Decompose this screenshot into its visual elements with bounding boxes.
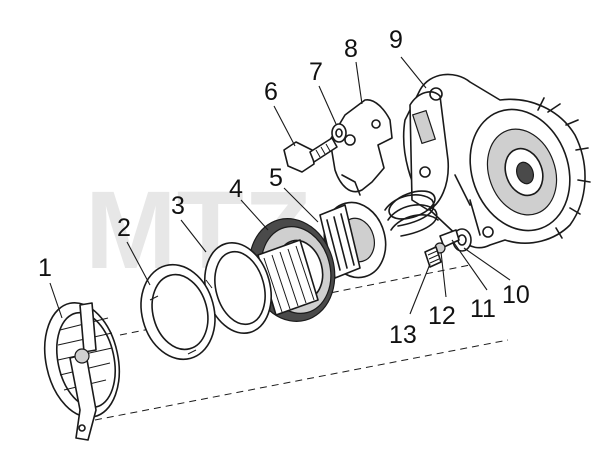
callout-2: 2 [117, 214, 131, 242]
part-1-cover [43, 301, 121, 441]
part-6-bolt [283, 137, 338, 173]
part-2-snapring [140, 263, 216, 361]
part-3-oring [204, 242, 272, 334]
spring [384, 190, 439, 237]
callout-10: 10 [502, 281, 530, 309]
leader-lines [49, 56, 511, 319]
part-4-gear [248, 218, 336, 322]
callout-4: 4 [229, 175, 243, 203]
part-5-hub [319, 190, 439, 279]
callout-9: 9 [389, 26, 403, 54]
callout-7: 7 [309, 58, 323, 86]
part-13-plug [424, 246, 442, 268]
part-7-washer [331, 123, 347, 143]
assembly-axis [94, 264, 509, 421]
callout-1: 1 [38, 254, 52, 282]
callout-5: 5 [269, 164, 283, 192]
part-9-housing [402, 73, 591, 249]
callout-11: 11 [470, 295, 496, 323]
callout-8: 8 [344, 35, 358, 63]
callout-13: 13 [389, 321, 417, 349]
callout-12: 12 [428, 302, 456, 330]
callout-3: 3 [171, 192, 185, 220]
callout-6: 6 [264, 78, 278, 106]
part-8-bracket [329, 99, 393, 196]
